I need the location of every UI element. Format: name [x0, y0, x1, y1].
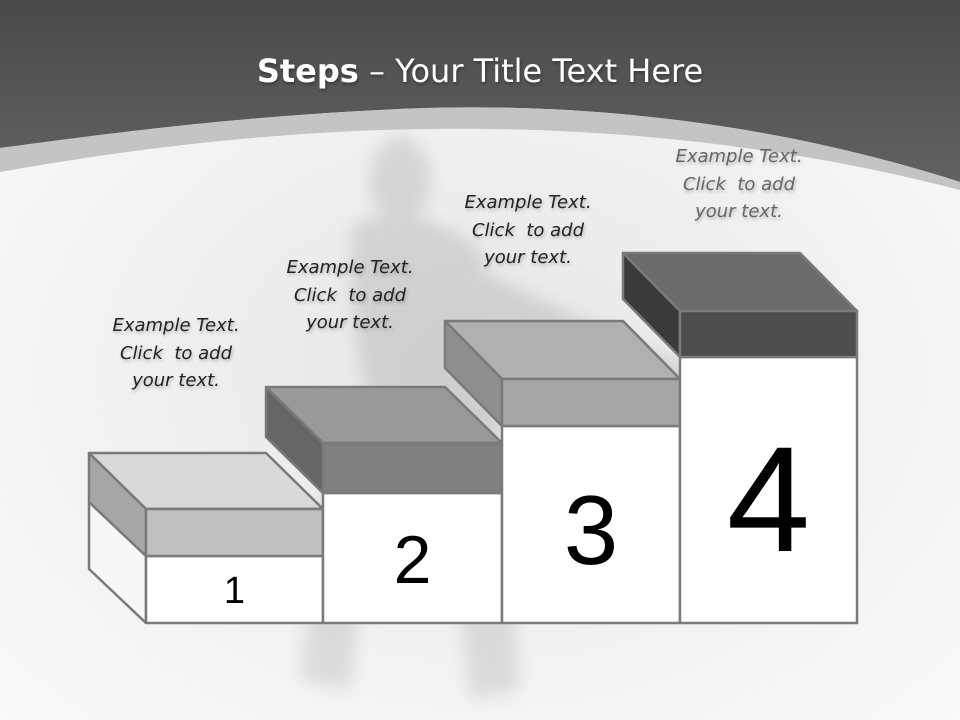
step-3-caption-line-1: Example Text.: [464, 192, 592, 213]
step-1-caption-line-1: Example Text.: [112, 315, 240, 336]
step-4-number: 4: [726, 415, 811, 583]
step-1-lid-front: [144, 507, 325, 558]
slide-title-rest: – Your Title Text Here: [358, 52, 704, 90]
step-3-caption-line-3: your text.: [484, 247, 572, 268]
slide-title-bold: Steps: [256, 52, 359, 90]
step-1-caption-line-2: Click to add: [119, 342, 232, 364]
step-4-caption-line-1: Example Text.: [675, 146, 803, 167]
step-1-block: [87, 451, 325, 625]
step-4-caption-line-2: Click to add: [682, 173, 795, 195]
step-2-lid-front: [321, 441, 504, 495]
step-4-block: [621, 251, 859, 625]
step-3-caption-line-2: Click to add: [471, 219, 584, 241]
step-2-caption[interactable]: Example Text. Click to add your text.: [250, 254, 450, 337]
step-2-block: [264, 385, 504, 625]
step-2-front-face: [321, 491, 504, 625]
step-4-caption[interactable]: Example Text. Click to add your text.: [639, 143, 839, 226]
step-2-caption-line-3: your text.: [306, 312, 394, 333]
header-swoosh: [0, 107, 960, 190]
step-1-caption[interactable]: Example Text. Click to add your text.: [76, 312, 276, 395]
step-4-caption-line-3: your text.: [695, 201, 783, 222]
step-1-caption-line-3: your text.: [132, 370, 220, 391]
slide-title[interactable]: Steps – Your Title Text Here: [0, 52, 960, 90]
step-2-number: 2: [393, 522, 432, 598]
step-4-lid-front: [678, 309, 859, 359]
step-1-number: 1: [223, 570, 246, 612]
step-2-caption-line-1: Example Text.: [286, 257, 414, 278]
step-3-caption[interactable]: Example Text. Click to add your text.: [428, 189, 628, 272]
steps-diagram: [87, 251, 859, 625]
step-4-front-face: [678, 355, 859, 625]
step-3-number: 3: [563, 475, 619, 585]
step-2-caption-line-2: Click to add: [293, 284, 406, 306]
step-3-lid-front: [500, 377, 682, 428]
header-band: [0, 0, 960, 182]
